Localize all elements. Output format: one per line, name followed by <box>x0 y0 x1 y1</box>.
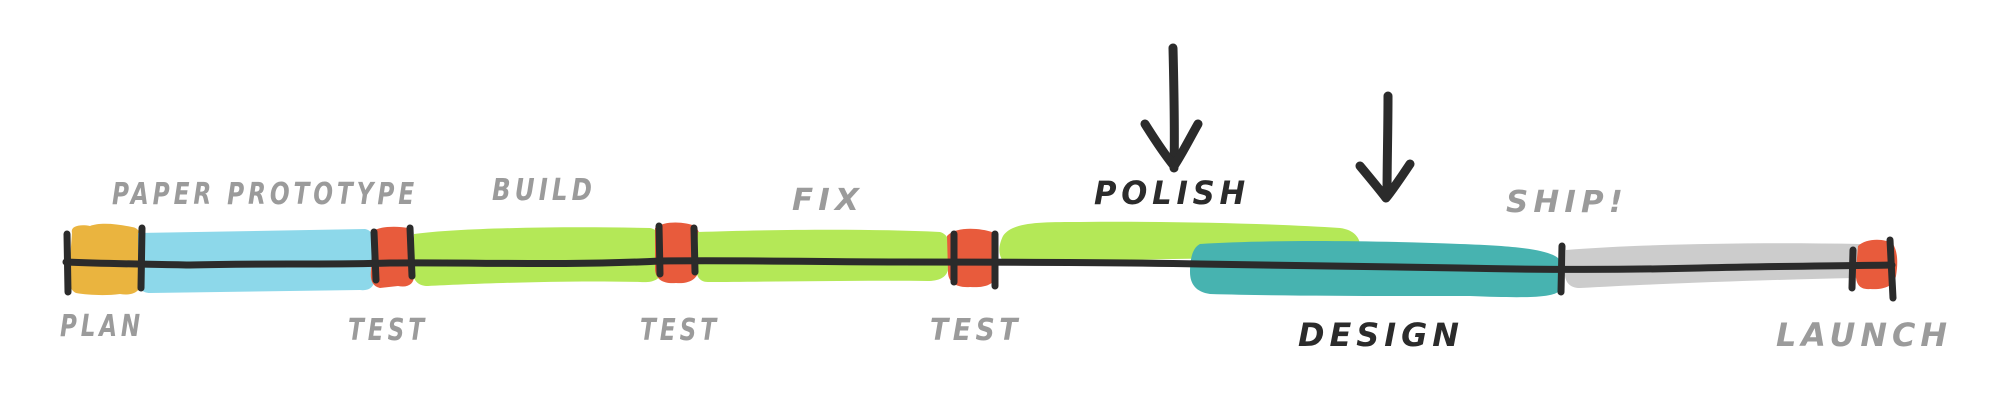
label-test-3: TEST <box>930 313 1022 348</box>
test-band-1 <box>370 226 415 288</box>
tick-test2-b <box>690 224 699 276</box>
label-fix: FIX <box>792 183 864 218</box>
label-paper-prototype: PAPER PROTOTYPE <box>112 177 418 212</box>
tick-plan-end <box>137 224 146 292</box>
tick-test1-a <box>370 228 380 284</box>
tick-design-end <box>1557 242 1566 296</box>
tick-launch-a <box>1848 246 1857 292</box>
build-band <box>412 227 664 286</box>
tick-start <box>63 230 72 296</box>
fix-band <box>695 229 951 282</box>
label-plan: PLAN <box>60 309 144 344</box>
tick-launch-b <box>1886 236 1897 302</box>
down-arrow-icon <box>1140 43 1203 173</box>
label-ship: SHIP! <box>1506 185 1628 220</box>
tick-test1-b <box>406 224 416 280</box>
tick-test2-a <box>655 222 664 278</box>
label-design: DESIGN <box>1298 316 1464 354</box>
timeline-line <box>62 257 1896 273</box>
label-test-2: TEST <box>640 313 720 348</box>
label-test-1: TEST <box>348 313 428 348</box>
test-band-3 <box>947 228 998 288</box>
label-launch: LAUNCH <box>1776 316 1952 354</box>
test-band-2 <box>655 222 701 284</box>
plan-band <box>68 223 142 296</box>
label-build: BUILD <box>492 173 596 208</box>
label-polish: POLISH <box>1094 174 1250 212</box>
timeline-ticks <box>63 222 1897 302</box>
down-arrow-icon <box>1355 91 1415 203</box>
